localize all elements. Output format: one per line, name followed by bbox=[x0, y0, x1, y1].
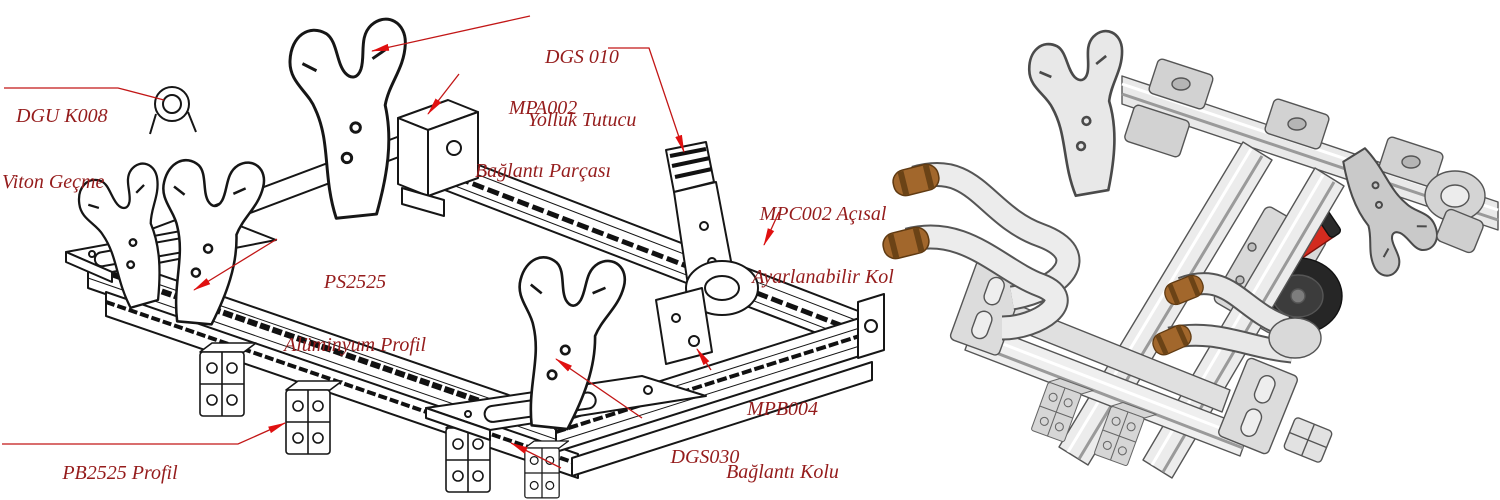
leader-arrow-dgs030 bbox=[555, 358, 643, 419]
mounting-plate-west bbox=[65, 221, 277, 283]
rail-end-cap bbox=[857, 293, 885, 359]
leader-arrow-mpb004 bbox=[696, 348, 712, 371]
part-code: DGU K008 bbox=[16, 105, 108, 127]
left-view-line-drawing bbox=[65, 16, 885, 499]
label-dgs030: DGS030 Parça Tutucu bbox=[625, 405, 785, 500]
leader-lines bbox=[2, 15, 780, 469]
part-code: MPB004 bbox=[746, 398, 819, 420]
part-code: MPA002 bbox=[508, 97, 578, 119]
leader-arrow-dgs010-left bbox=[371, 15, 531, 52]
part-name: Bağlantı Kolu bbox=[726, 461, 839, 483]
part-code: DGS 010 bbox=[545, 46, 619, 68]
part-name: Yolluk Tutucu bbox=[527, 109, 637, 131]
label-ps2525: PS2525 Alüminyum Profil bbox=[270, 230, 440, 377]
leader-arrow-ps2525 bbox=[193, 238, 278, 291]
leader-dgu-k008 bbox=[4, 87, 165, 101]
viton-roller bbox=[149, 86, 197, 135]
label-mpb004: MPB004 Bağlantı Kolu bbox=[700, 357, 865, 500]
leader-arrow-mpe007 bbox=[510, 442, 562, 469]
label-mpa002: MPA002 Bağlantı Parçası bbox=[443, 56, 643, 203]
label-pb2525: PB2525 Profil Çapraz Bağlantı Parçası bbox=[0, 421, 240, 500]
label-mpe-007: MPE 007 Kanallı Açısal Montaj Parçası bbox=[545, 458, 755, 500]
part-name: Bağlantı Parçası bbox=[474, 160, 612, 182]
rail-front-right bbox=[555, 315, 873, 477]
part-name: Ayarlanabilir Kol bbox=[752, 266, 894, 288]
render-plate-southeast bbox=[1218, 357, 1298, 455]
part-code: MPC002 Açısal bbox=[759, 203, 887, 225]
gripper-right-assembly bbox=[655, 141, 759, 365]
leader-arrow-dgs010-right bbox=[608, 47, 685, 153]
render-gripper-topleft bbox=[1023, 27, 1143, 202]
label-mpc002: MPC002 Açısal Ayarlanabilir Kol bbox=[723, 162, 923, 309]
part-code: PS2525 bbox=[323, 271, 387, 293]
render-gripper-center bbox=[1150, 272, 1322, 364]
render-round-clamp bbox=[1424, 170, 1486, 254]
mpb004-arm bbox=[655, 287, 713, 365]
gripper-left bbox=[72, 86, 268, 332]
leader-arrow-pb2525 bbox=[2, 422, 286, 445]
leader-arrow-mpa002 bbox=[427, 73, 460, 115]
label-dgs-010: DGS 010 Yolluk Tutucu bbox=[492, 5, 672, 152]
part-name: Alüminyum Profil bbox=[283, 334, 427, 356]
leader-arrow-mpc002 bbox=[763, 211, 780, 246]
right-view-shaded-render bbox=[881, 27, 1499, 479]
label-dgu-k008: DGU K008 Viton Geçme bbox=[2, 64, 192, 214]
part-code: PB2525 Profil bbox=[62, 462, 178, 484]
render-end-block bbox=[1283, 417, 1333, 463]
part-code: DGS030 bbox=[670, 446, 740, 468]
render-arm-left bbox=[881, 162, 1081, 341]
part-name: Viton Geçme bbox=[2, 171, 105, 193]
